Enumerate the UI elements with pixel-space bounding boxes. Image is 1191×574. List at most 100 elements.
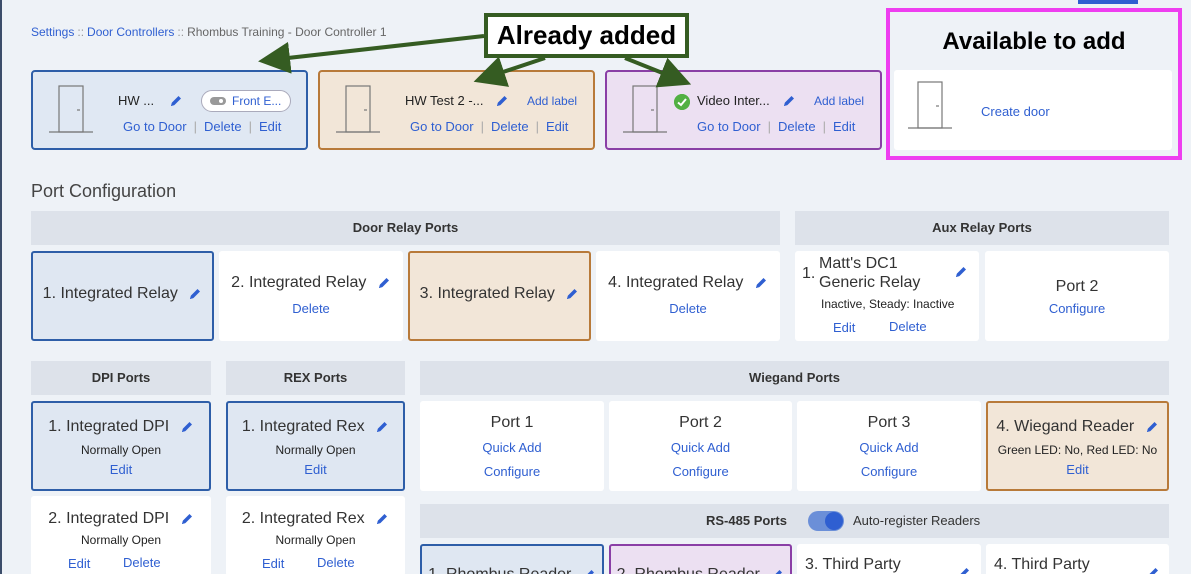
door-actions: Go to Door|Delete|Edit	[697, 119, 855, 134]
edit-pencil-icon[interactable]	[954, 265, 968, 279]
port-name: 2. Integrated Rex	[241, 510, 365, 527]
edit-pencil-icon[interactable]	[180, 420, 194, 434]
door-name: Video Inter...	[697, 93, 770, 108]
auto-register-toggle[interactable]	[808, 511, 844, 531]
edit-pencil-icon[interactable]	[188, 287, 202, 301]
create-door-link[interactable]: Create door	[981, 104, 1050, 119]
rex-port-1[interactable]: 1. Integrated Rex Normally Open Edit	[226, 401, 405, 491]
port-name-line-2: Generic Relay	[819, 274, 921, 291]
door-icon	[49, 84, 93, 138]
rs485-ports-header: RS-485 Ports Auto-register Readers	[420, 504, 1169, 538]
door-relay-port-3[interactable]: 3. Integrated Relay	[408, 251, 591, 341]
port-name: 1. Integrated DPI	[48, 418, 170, 435]
edit-pencil-icon[interactable]	[770, 568, 784, 574]
add-label-link[interactable]: Add label	[527, 94, 578, 108]
edit-pencil-icon[interactable]	[377, 276, 391, 290]
edit-name-pencil-icon[interactable]	[169, 94, 183, 108]
rs485-port-2[interactable]: 2. Rhombus Reader	[609, 544, 792, 574]
go-to-door-link[interactable]: Go to Door	[697, 119, 761, 134]
quick-add-link[interactable]: Quick Add	[482, 440, 542, 455]
configure-link[interactable]: Configure	[1048, 301, 1106, 316]
delete-door-link[interactable]: Delete	[777, 119, 816, 134]
delete-door-link[interactable]: Delete	[490, 119, 529, 134]
edit-link[interactable]: Edit	[68, 556, 91, 571]
wiegand-port-4[interactable]: 4. Wiegand Reader Green LED: No, Red LED…	[986, 401, 1169, 491]
edit-pencil-icon[interactable]	[1145, 420, 1159, 434]
edit-pencil-icon[interactable]	[180, 512, 194, 526]
door-relay-port-2[interactable]: 2. Integrated Relay Delete	[219, 251, 403, 341]
dpi-ports-header: DPI Ports	[31, 361, 211, 395]
quick-add-link[interactable]: Quick Add	[670, 440, 731, 455]
port-status: Normally Open	[275, 443, 356, 457]
port-name: 3. Third Party	[805, 556, 901, 573]
port-name: 1. Rhombus Reader	[428, 566, 571, 574]
port-name: 2. Integrated Relay	[231, 274, 367, 291]
quick-add-link[interactable]: Quick Add	[859, 440, 919, 455]
delete-link[interactable]: Delete	[317, 555, 355, 570]
go-to-door-link[interactable]: Go to Door	[410, 119, 474, 134]
door-relay-port-4[interactable]: 4. Integrated Relay Delete	[596, 251, 780, 341]
configure-link[interactable]: Configure	[483, 464, 541, 479]
edit-name-pencil-icon[interactable]	[782, 94, 796, 108]
go-to-door-link[interactable]: Go to Door	[123, 119, 187, 134]
edit-pencil-icon[interactable]	[375, 512, 389, 526]
edit-name-pencil-icon[interactable]	[495, 94, 509, 108]
rs485-port-4[interactable]: 4. Third Party	[986, 544, 1169, 574]
edit-link[interactable]: Edit	[1066, 462, 1089, 477]
edit-pencil-icon[interactable]	[1146, 566, 1160, 574]
dpi-port-1[interactable]: 1. Integrated DPI Normally Open Edit	[31, 401, 211, 491]
edit-link[interactable]: Edit	[304, 462, 327, 477]
edit-pencil-icon[interactable]	[582, 568, 596, 574]
dpi-port-2[interactable]: 2. Integrated DPI Normally Open Edit Del…	[31, 496, 211, 574]
port-status: Green LED: No, Red LED: No	[997, 443, 1158, 457]
rs485-port-1[interactable]: 1. Rhombus Reader	[420, 544, 604, 574]
port-status: Normally Open	[80, 443, 162, 457]
breadcrumb-door-controllers[interactable]: Door Controllers	[87, 25, 175, 39]
door-icon	[336, 84, 380, 138]
rex-port-2[interactable]: 2. Integrated Rex Normally Open Edit Del…	[226, 496, 405, 574]
port-name: 4. Integrated Relay	[608, 274, 744, 291]
top-nav-indicator	[1078, 0, 1138, 4]
edit-pencil-icon[interactable]	[375, 420, 389, 434]
delete-link[interactable]: Delete	[292, 301, 330, 316]
edit-link[interactable]: Edit	[109, 462, 133, 477]
port-number: 1.	[802, 265, 816, 282]
wiegand-port-2[interactable]: Port 2 Quick Add Configure	[609, 401, 792, 491]
door-label-tag[interactable]: Front E...	[201, 90, 291, 112]
door-name: HW Test 2 -...	[405, 93, 484, 108]
door-actions: Go to Door|Delete|Edit	[123, 119, 281, 134]
port-name: Port 2	[679, 414, 722, 431]
door-relay-port-1[interactable]: 1. Integrated Relay	[31, 251, 214, 341]
edit-pencil-icon[interactable]	[565, 287, 579, 301]
port-name: Port 3	[867, 414, 911, 431]
create-door-card[interactable]: Create door	[894, 70, 1172, 150]
port-name: 1. Integrated Rex	[241, 418, 365, 435]
breadcrumb-separator: ::	[77, 25, 85, 39]
wiegand-port-3[interactable]: Port 3 Quick Add Configure	[797, 401, 981, 491]
breadcrumb-settings[interactable]: Settings	[31, 25, 75, 39]
edit-link[interactable]: Edit	[833, 320, 856, 335]
divider: |	[248, 119, 252, 134]
add-label-link[interactable]: Add label	[814, 94, 865, 108]
delete-door-link[interactable]: Delete	[203, 119, 242, 134]
edit-door-link[interactable]: Edit	[832, 119, 856, 134]
delete-link[interactable]: Delete	[123, 555, 161, 570]
delete-link[interactable]: Delete	[669, 301, 707, 316]
edit-door-link[interactable]: Edit	[258, 119, 282, 134]
configure-link[interactable]: Configure	[672, 464, 729, 479]
port-status: Normally Open	[80, 533, 162, 547]
left-edge	[0, 0, 2, 574]
rs485-port-3[interactable]: 3. Third Party	[797, 544, 981, 574]
edit-pencil-icon[interactable]	[957, 566, 971, 574]
door-name: HW ...	[118, 93, 155, 108]
edit-pencil-icon[interactable]	[754, 276, 768, 290]
port-configuration-title: Port Configuration	[31, 181, 177, 201]
wiegand-port-1[interactable]: Port 1 Quick Add Configure	[420, 401, 604, 491]
aux-relay-port-1[interactable]: 1. Matt's DC1 Generic Relay Inactive, St…	[795, 251, 979, 341]
edit-link[interactable]: Edit	[262, 556, 285, 571]
port-name: 4. Wiegand Reader	[996, 418, 1135, 435]
edit-door-link[interactable]: Edit	[545, 119, 569, 134]
aux-relay-port-2[interactable]: Port 2 Configure	[985, 251, 1169, 341]
configure-link[interactable]: Configure	[860, 464, 918, 479]
delete-link[interactable]: Delete	[889, 319, 927, 334]
